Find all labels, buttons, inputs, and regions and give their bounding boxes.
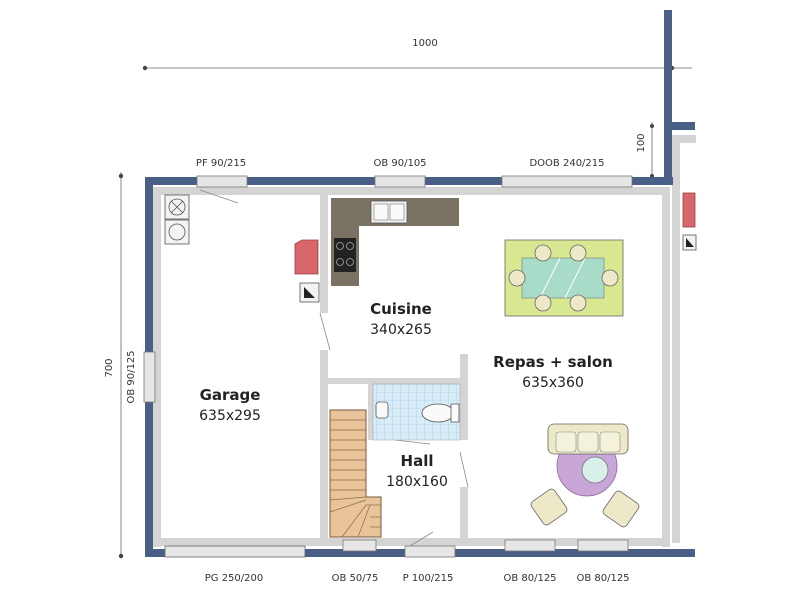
inner-lining-left: [153, 187, 161, 547]
side-wall-right-inner: [672, 135, 680, 543]
window-ob-kitchen: [374, 175, 426, 188]
room-size: 340x265: [370, 322, 432, 338]
chair-icon: [508, 269, 526, 287]
room-size: 635x295: [199, 408, 261, 424]
opening-label: OB 80/125: [576, 573, 629, 584]
openings: [143, 175, 633, 558]
kitchen-fixtures: [294, 198, 459, 303]
opening-label: DOOB 240/215: [529, 158, 604, 169]
fridge-icon: [294, 239, 319, 275]
chair-icon: [569, 294, 587, 312]
door-swing: [409, 531, 434, 547]
offset-label: 100: [636, 133, 647, 152]
opening-label: OB 90/105: [373, 158, 426, 169]
bathroom-fixtures: [372, 383, 461, 441]
toilet-icon: [421, 403, 455, 423]
chair-icon: [534, 244, 552, 262]
overall-width-label: 1000: [412, 38, 437, 49]
living-set: [530, 423, 640, 528]
door-swing-hall-living: [459, 451, 469, 488]
room-size: 635x360: [522, 375, 584, 391]
interior-walls: [153, 135, 696, 547]
neighbour-fixtures: [682, 192, 697, 251]
side-wall-right-top: [672, 135, 696, 143]
dim-tick: [142, 65, 148, 71]
opening-label: PF 90/215: [196, 158, 246, 169]
room-size: 180x160: [386, 474, 448, 490]
room-name: Garage: [200, 386, 261, 404]
chair-icon: [569, 244, 587, 262]
opening-label: PG 250/200: [205, 573, 264, 584]
wall-garage-kitchen: [320, 195, 328, 313]
window-ob-garage-left: [143, 351, 156, 403]
door-swing-garage-kitchen: [319, 312, 331, 351]
dim-tick: [118, 173, 124, 179]
window-ob-stair: [342, 539, 377, 552]
fridge-icon: [682, 192, 696, 228]
dimension-lines: 1000 700 100: [104, 38, 692, 559]
garage-fixtures: [164, 194, 190, 245]
dim-tick: [118, 553, 124, 559]
wall-hall-living-lower: [460, 487, 468, 540]
coffee-table: [581, 456, 609, 484]
wall-kitchen-hall: [320, 378, 465, 384]
opening-label: P 100/215: [403, 573, 454, 584]
chair-icon: [534, 294, 552, 312]
dining-set: [504, 239, 624, 317]
room-name: Hall: [401, 452, 434, 470]
inner-lining-top: [153, 187, 665, 195]
opening-labels: PF 90/215 OB 90/105 DOOB 240/215 OB 90/1…: [126, 158, 630, 584]
entry-door: [404, 545, 456, 558]
window-doob-living: [501, 175, 633, 188]
chair-icon: [601, 269, 619, 287]
opening-label: OB 80/125: [503, 573, 556, 584]
armchair-icon: [530, 488, 568, 526]
window-ob-living-2: [577, 539, 629, 552]
room-labels: Garage 635x295 Cuisine 340x265 Repas + s…: [199, 300, 613, 490]
staircase: [329, 409, 382, 538]
cooktop-icon: [334, 238, 356, 272]
armchair-icon: [602, 490, 640, 528]
garage-door: [164, 545, 306, 558]
inner-lining-bottom: [153, 538, 665, 546]
room-name: Repas + salon: [493, 353, 613, 371]
wall-hall-living-upper: [460, 354, 468, 440]
exterior-wall-right: [664, 10, 672, 185]
opening-label: OB 90/125: [126, 350, 137, 403]
washbasin-icon: [375, 401, 389, 419]
opening-label: OB 50/75: [332, 573, 379, 584]
door-swing-bathroom: [394, 439, 431, 445]
window-pf-garage-top: [196, 175, 248, 188]
door-swing: [199, 189, 239, 204]
dim-tick: [650, 124, 654, 128]
window-ob-living-1: [504, 539, 556, 552]
dining-table-top: [521, 257, 605, 299]
room-name: Cuisine: [370, 300, 432, 318]
wall-garage-hall: [320, 350, 328, 540]
wall-bathroom-left: [368, 384, 373, 440]
exterior-wall-step: [664, 122, 695, 130]
inner-lining-right: [662, 187, 670, 547]
overall-height-label: 700: [104, 358, 115, 377]
